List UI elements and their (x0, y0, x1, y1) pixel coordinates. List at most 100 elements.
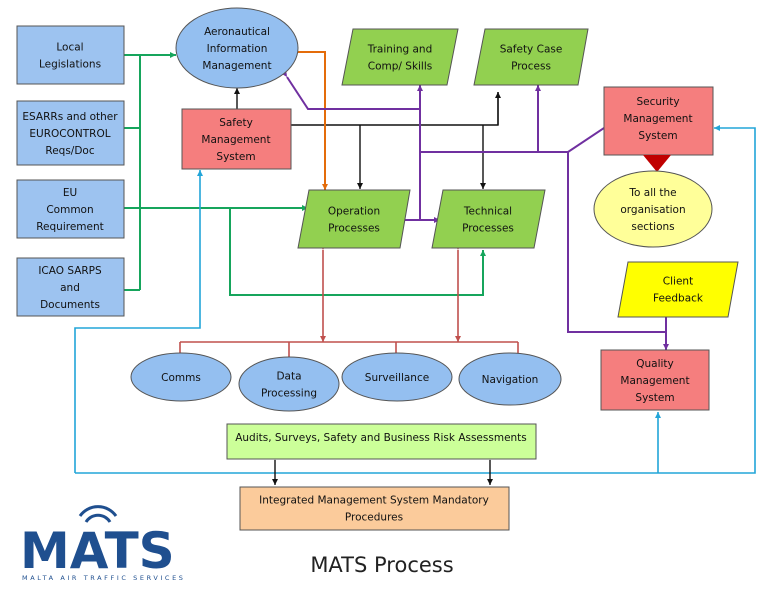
client-feedback-label-line: Client (663, 276, 693, 288)
aim-label-line: Management (202, 60, 271, 72)
technical-processes-label-line: Technical (463, 206, 512, 218)
audits-label: Audits, Surveys, Safety and Business Ris… (235, 432, 527, 444)
quality-management-system-label-line: System (635, 392, 674, 404)
operation-processes-label-line: Processes (328, 223, 380, 235)
logo-signal-arcs-icon (78, 505, 118, 523)
audits-label-line: Audits, Surveys, Safety and Business Ris… (235, 432, 527, 444)
green-connectors (118, 52, 486, 296)
audits-box: Audits, Surveys, Safety and Business Ris… (226, 423, 537, 460)
navigation-ellipse: Navigation (458, 352, 562, 406)
eu-common-requirement-label-line: EU (63, 187, 77, 199)
logo-wordmark: MATS (20, 522, 175, 580)
ims-procedures-label-line: Integrated Management System Mandatory (259, 495, 489, 507)
safety-case-process-label-line: Process (511, 61, 551, 73)
aim-label-line: Aeronautical (204, 26, 270, 38)
technical-processes-label-line: Processes (462, 223, 514, 235)
training-skills-label-line: Comp/ Skills (368, 61, 433, 73)
purple-connectors (281, 70, 669, 350)
icao-sarps-label-line: and (60, 282, 80, 294)
organisation-sections-label-line: sections (631, 221, 674, 233)
quality-management-system-label-line: Quality (636, 358, 674, 370)
operation-processes-label-line: Operation (328, 206, 380, 218)
black-connectors (234, 88, 501, 189)
security-management-system-label-line: System (638, 130, 677, 142)
logo-tagline: MALTA AIR TRAFFIC SERVICES (22, 574, 186, 582)
navigation-label-line: Navigation (482, 374, 539, 386)
esarrs-label-line: Reqs/Doc (45, 145, 94, 157)
ims-procedures-label-line: Procedures (345, 512, 403, 524)
aim-label-line: Information (207, 43, 268, 55)
quality-management-system-label-line: Management (620, 375, 689, 387)
orange-aim-operation-arrow (285, 49, 328, 190)
eu-common-requirement-label-line: Requirement (36, 221, 104, 233)
safety-management-system-label-line: Management (201, 134, 270, 146)
safety-case-process-label-line: Safety Case (500, 44, 563, 56)
purple-to-quality-line (567, 152, 666, 333)
security-down-triangle (643, 155, 671, 172)
audits-ims-connectors (272, 454, 493, 485)
mats-logo: MATS MALTA AIR TRAFFIC SERVICES (20, 505, 186, 582)
surveillance-label: Surveillance (365, 372, 429, 384)
icao-sarps-label-line: ICAO SARPS (38, 265, 102, 277)
training-skills-label-line: Training and (367, 44, 433, 56)
client-feedback-label-line: Feedback (653, 293, 704, 305)
data-processing-label-line: Processing (261, 388, 317, 400)
icao-sarps-label-line: Documents (40, 299, 100, 311)
navigation-label: Navigation (482, 374, 539, 386)
cyan-bottom-line (75, 125, 756, 474)
data-processing-label-line: Data (276, 371, 301, 383)
local-legislations-label-line: Legislations (39, 59, 101, 71)
cyan-connectors (74, 125, 756, 474)
comms-ellipse: Comms (130, 352, 232, 402)
eu-common-requirement-label-line: Common (46, 204, 93, 216)
comms-label: Comms (161, 372, 201, 384)
comms-label-line: Comms (161, 372, 201, 384)
safety-management-system-label-line: Safety (219, 117, 253, 129)
local-legislations-label-line: Local (56, 42, 83, 54)
green-loop-to-technical-arrow (229, 208, 486, 296)
surveillance-label-line: Surveillance (365, 372, 429, 384)
security-management-system-label-line: Security (636, 96, 679, 108)
safety-management-system-label-line: System (216, 151, 255, 163)
esarrs-label-line: ESARRs and other (22, 111, 118, 123)
purple-aim-to-bus (281, 70, 420, 110)
cyan-outer-loop-line (74, 170, 203, 473)
diagram-title: MATS Process (310, 553, 453, 577)
organisation-sections-label-line: To all the (628, 187, 676, 199)
esarrs-label-line: EUROCONTROL (29, 128, 110, 140)
surveillance-ellipse: Surveillance (341, 352, 453, 402)
security-management-system-label-line: Management (623, 113, 692, 125)
